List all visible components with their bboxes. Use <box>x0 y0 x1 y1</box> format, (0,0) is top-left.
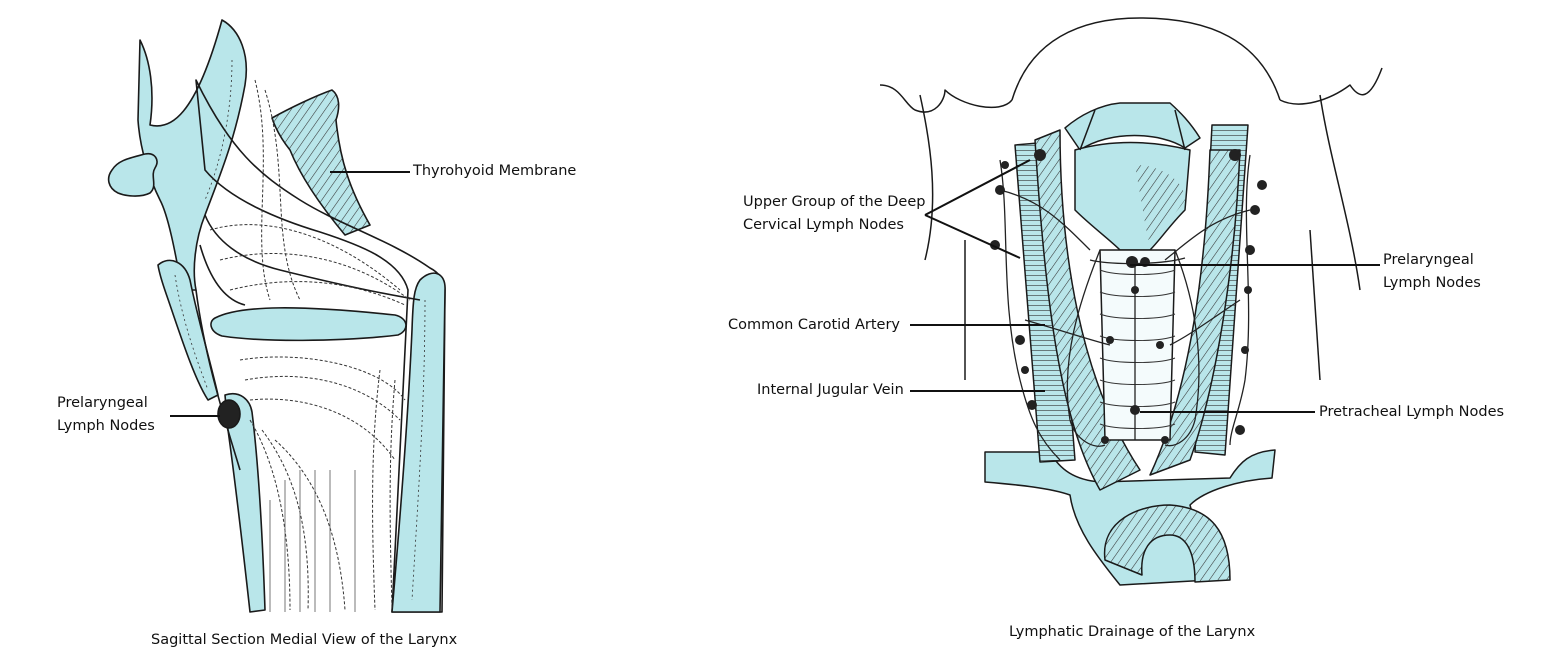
hyoid-right-shape <box>1064 102 1201 151</box>
label-prelaryngeal-right: Prelaryngeal Lymph Nodes <box>1383 249 1481 295</box>
label-text: Common Carotid Artery <box>728 317 900 333</box>
caption-right: Lymphatic Drainage of the Larynx <box>1009 624 1256 640</box>
thyroid-cartilage-shape <box>157 259 219 401</box>
common-carotid-left <box>1034 129 1141 491</box>
hyoid-bone-shape <box>107 152 158 197</box>
label-line: Upper Group of the Deep <box>743 194 926 210</box>
common-carotid-right <box>1149 149 1241 476</box>
lymphatic-drainage-figure <box>879 17 1383 586</box>
prelaryngeal-node-left <box>217 399 241 429</box>
label-line: Lymph Nodes <box>1383 275 1481 291</box>
thyroid-hatch <box>1135 165 1185 240</box>
label-text: Pretracheal Lymph Nodes <box>1319 404 1505 420</box>
label-internal-jugular: Internal Jugular Vein <box>757 379 904 402</box>
label-line: Prelaryngeal <box>57 395 148 411</box>
right-leader-lines <box>910 159 1380 413</box>
trachea-shape <box>1099 249 1176 441</box>
sagittal-larynx-figure <box>107 19 446 613</box>
cricoid-shape <box>224 393 266 613</box>
label-text: Thyrohyoid Membrane <box>413 163 577 179</box>
label-prelaryngeal-left: Prelaryngeal Lymph Nodes <box>57 392 155 438</box>
caption-left: Sagittal Section Medial View of the Lary… <box>151 632 458 648</box>
neck-outline <box>1011 17 1281 101</box>
label-line: Lymph Nodes <box>57 418 155 434</box>
label-line: Prelaryngeal <box>1383 252 1474 268</box>
label-text: Internal Jugular Vein <box>757 382 904 398</box>
label-line: Cervical Lymph Nodes <box>743 217 904 233</box>
thyrohyoid-membrane-shape <box>271 89 371 236</box>
lymph-nodes-right <box>990 149 1267 444</box>
label-pretracheal: Pretracheal Lymph Nodes <box>1319 401 1504 424</box>
label-common-carotid: Common Carotid Artery <box>728 314 900 337</box>
epiglottis-shape <box>137 19 247 291</box>
aortic-arch <box>1103 504 1231 583</box>
label-thyrohyoid-membrane: Thyrohyoid Membrane <box>413 160 576 183</box>
vestibular-fold-shape <box>210 307 407 342</box>
arytenoid-column-shape <box>391 272 446 613</box>
label-upper-group: Upper Group of the Deep Cervical Lymph N… <box>743 191 925 237</box>
